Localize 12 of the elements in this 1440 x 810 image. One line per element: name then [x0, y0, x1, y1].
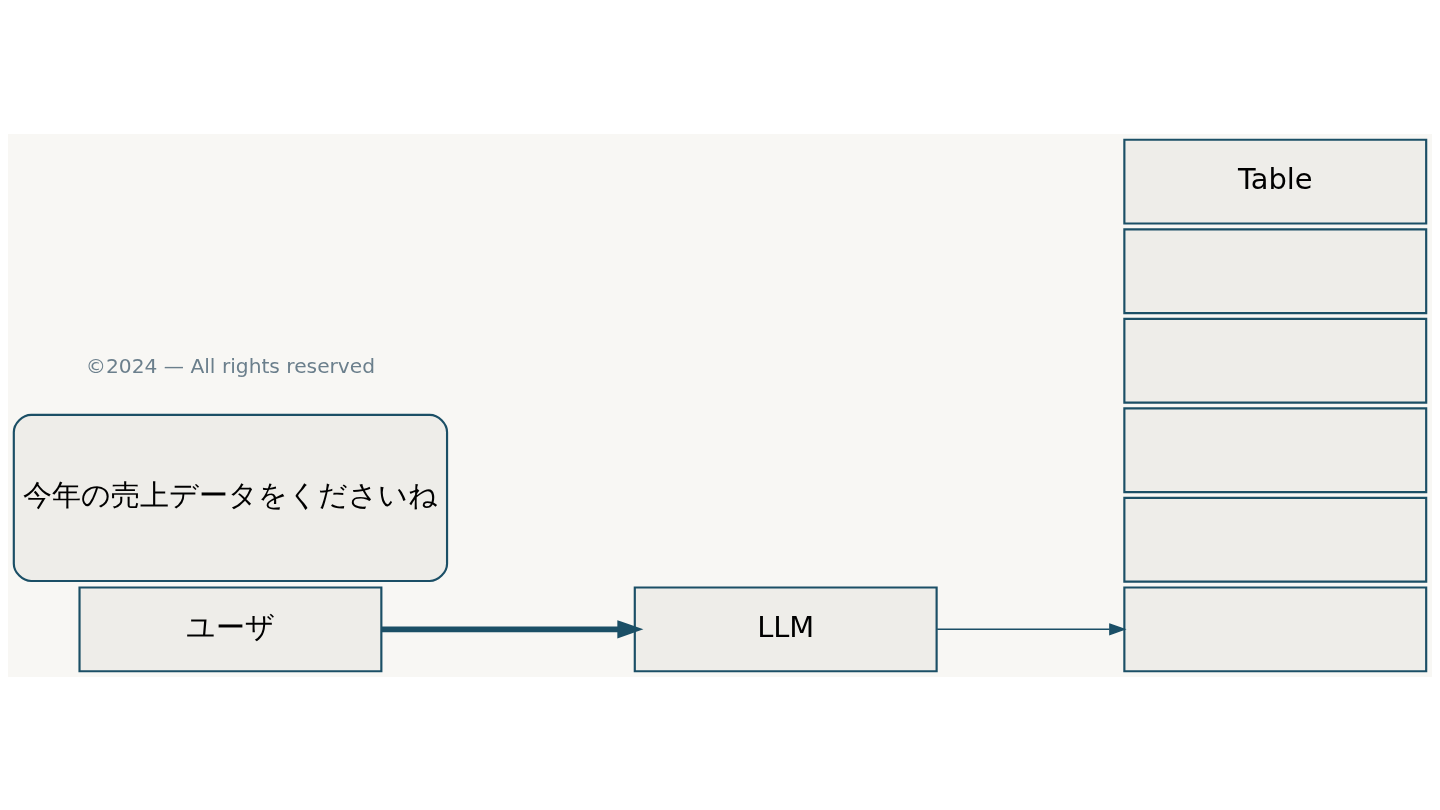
- node-box: LLM: [633, 585, 938, 672]
- node-box: [1123, 585, 1428, 672]
- node-box: [1123, 317, 1428, 404]
- label: ©2024 — All rights reserved: [85, 353, 376, 378]
- node-box: Table: [1123, 138, 1428, 225]
- node-box: [1123, 496, 1428, 583]
- arrow: [381, 619, 644, 638]
- node-box: ユーザ: [78, 585, 383, 672]
- node-box: [1123, 406, 1428, 493]
- node-box: [1123, 227, 1428, 314]
- arrow: [936, 622, 1127, 635]
- node-box: 今年の売上データをくださいね: [12, 413, 449, 582]
